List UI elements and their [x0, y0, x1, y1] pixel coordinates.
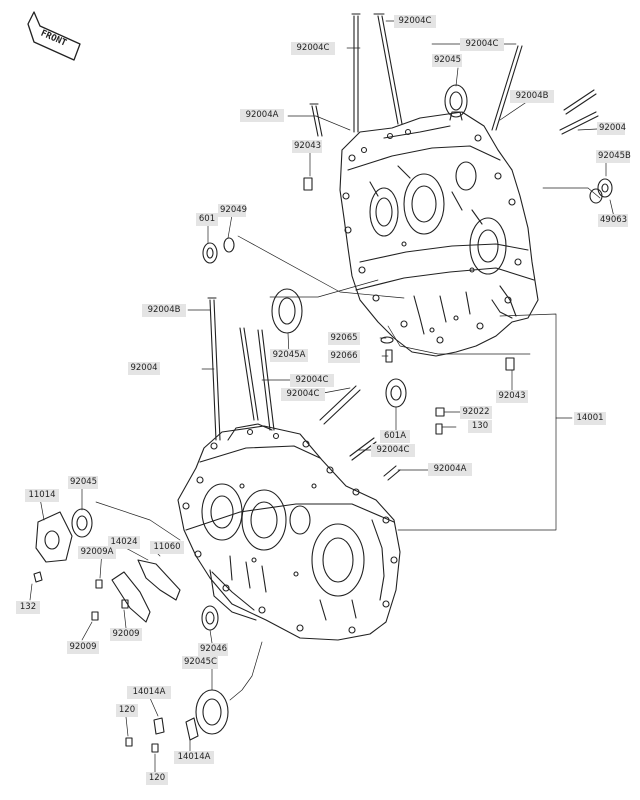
- part-label: 92004B: [510, 90, 554, 103]
- part-label: 92066: [328, 350, 360, 363]
- leader-lines: [29, 20, 615, 773]
- part-label: 92046: [198, 643, 228, 656]
- part-label: 11014: [25, 489, 59, 502]
- studs: [207, 13, 599, 481]
- part-label: 92004: [597, 122, 627, 135]
- part-label: 92045: [432, 54, 462, 67]
- part-label: 92045: [68, 476, 98, 489]
- part-label: 92009A: [78, 546, 116, 559]
- part-label: 92004C: [290, 374, 334, 387]
- part-label: 14014A: [127, 686, 171, 699]
- part-label: 92004C: [281, 388, 325, 401]
- part-label: 92004B: [142, 304, 186, 317]
- part-label: 92043: [292, 140, 322, 153]
- part-label: 601A: [380, 430, 410, 443]
- small-parts: [33, 84, 613, 753]
- part-label: 92004C: [394, 15, 436, 28]
- part-label: 92022: [460, 406, 492, 419]
- front-arrow-icon: FRONT: [27, 11, 81, 61]
- part-label: 92009: [67, 641, 99, 654]
- part-label: 92045A: [270, 349, 308, 362]
- part-label: 92049: [218, 204, 248, 217]
- part-label: 14024: [108, 536, 140, 549]
- part-label: 120: [146, 772, 168, 785]
- part-label: 92004: [128, 362, 160, 375]
- part-label: 92004C: [460, 38, 504, 51]
- part-label: 92004C: [371, 444, 415, 457]
- part-label: 601: [196, 213, 218, 226]
- part-label: 92065: [328, 332, 360, 345]
- part-label: 92043: [496, 390, 528, 403]
- part-label: 49063: [598, 214, 628, 227]
- part-label: 92004A: [240, 109, 284, 122]
- lower-crankcase: [177, 423, 401, 641]
- upper-crankcase: [339, 111, 539, 357]
- part-label: 132: [16, 601, 40, 614]
- part-label: 92004C: [291, 42, 335, 55]
- part-label: 120: [116, 704, 138, 717]
- part-label: 92004A: [428, 463, 472, 476]
- part-label: 14001: [574, 412, 606, 425]
- part-label: 11060: [150, 541, 184, 554]
- part-label: 92009: [110, 628, 142, 641]
- part-label: 92045B: [596, 150, 631, 163]
- part-label: 14014A: [174, 751, 214, 764]
- part-label: 130: [468, 420, 492, 433]
- part-label: 92045C: [182, 656, 218, 669]
